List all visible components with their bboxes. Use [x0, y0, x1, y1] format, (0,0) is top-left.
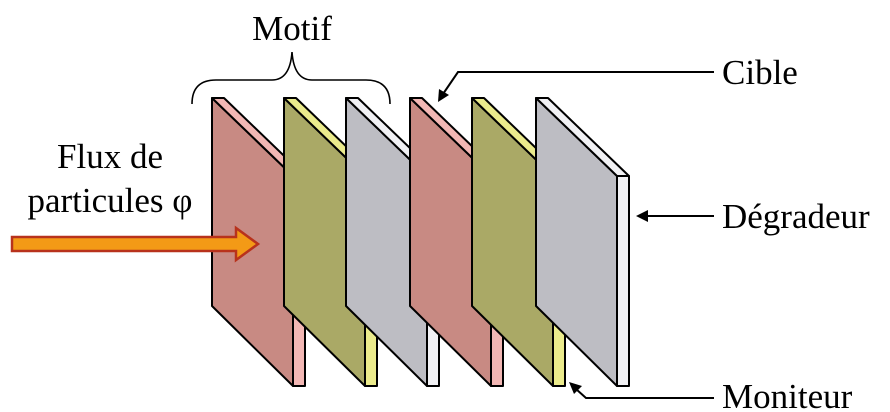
motif-label: Motif [252, 9, 332, 48]
cible-pointer-line [442, 71, 714, 95]
particle-beam-arrow [10, 225, 261, 263]
degradeur-label: Dégradeur [722, 197, 870, 236]
moniteur-pointer [569, 382, 714, 399]
plate-top [535, 97, 630, 177]
motif-brace [191, 51, 391, 105]
cible-pointer [438, 71, 714, 102]
flux-label-line2: particules φ [27, 181, 192, 220]
degradeur-pointer [636, 210, 714, 222]
flux-label-line1: Flux de [57, 137, 163, 176]
moniteur-pointer-line [575, 388, 714, 399]
moniteur-label: Moniteur [722, 377, 853, 412]
cible-label: Cible [722, 53, 798, 92]
plate-degradeur-2 [535, 97, 630, 387]
degradeur-pointer-arrowhead [636, 210, 648, 222]
cible-pointer-arrowhead [438, 89, 449, 102]
plate-edge [616, 175, 630, 387]
moniteur-pointer-arrowhead [569, 382, 582, 394]
